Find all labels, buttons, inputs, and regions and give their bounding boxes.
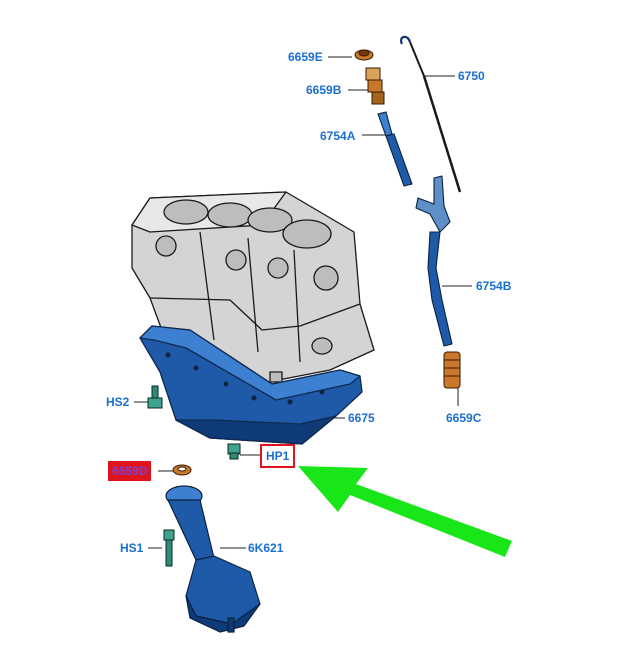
label-6659C[interactable]: 6659C	[446, 411, 482, 425]
tube-6754B	[415, 175, 453, 347]
dipstick	[400, 35, 462, 193]
oil-pickup-6K621	[165, 485, 261, 633]
label-6750[interactable]: 6750	[458, 69, 485, 83]
label-6659E[interactable]: 6659E	[288, 50, 323, 64]
label-HS1[interactable]: HS1	[120, 541, 144, 555]
label-HP1[interactable]: HP1	[260, 444, 296, 468]
oil-pan	[139, 325, 363, 445]
label-6675[interactable]: 6675	[348, 411, 375, 425]
bolt-HS2	[147, 385, 163, 409]
tube-6754A	[377, 111, 413, 187]
label-6754A[interactable]: 6754A	[320, 129, 356, 143]
cap-6659E	[354, 49, 374, 61]
plug-6659B	[365, 67, 385, 105]
label-HS2[interactable]: HS2	[106, 395, 130, 409]
washer-6659D	[172, 464, 192, 476]
green-arrow	[298, 466, 512, 557]
sleeve-6659C	[443, 351, 461, 389]
label-6754B[interactable]: 6754B	[476, 279, 512, 293]
label-6K621[interactable]: 6K621	[248, 541, 284, 555]
bolt-HS1	[163, 529, 175, 567]
label-6659D[interactable]: 6659D	[108, 461, 152, 481]
label-6659B[interactable]: 6659B	[306, 83, 342, 97]
drain-plug-HP1	[227, 443, 241, 460]
